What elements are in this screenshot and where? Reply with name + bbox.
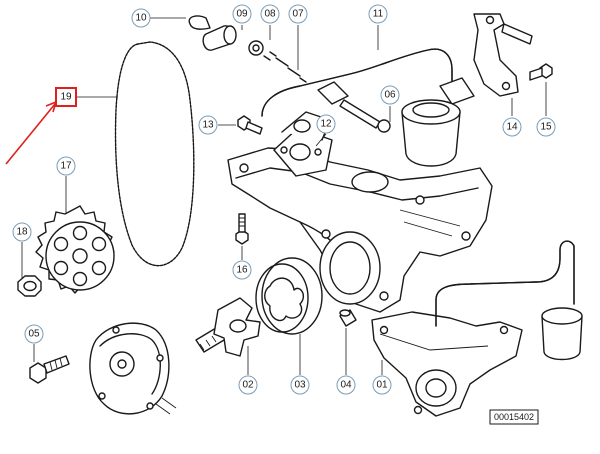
callout-19-highlighted[interactable]: 19 [55,87,77,107]
callout-label: 14 [506,122,518,133]
bolt-15-drawing [529,63,553,81]
callout-13[interactable]: 13 [198,115,218,135]
callout-12[interactable]: 12 [316,114,336,134]
callout-label: 18 [16,227,28,238]
callout-label: 15 [540,122,552,133]
callout-04[interactable]: 04 [336,375,356,395]
oil-pump-body-drawing [371,240,583,417]
callout-label: 05 [28,329,40,340]
nut-drawing [17,275,42,297]
pin-drawing [339,309,357,327]
callout-05[interactable]: 05 [24,324,44,344]
diagram-artwork [17,13,583,417]
bolt-16-drawing [235,213,249,245]
callout-09[interactable]: 09 [232,4,252,24]
highlight-arrow [5,100,58,165]
leader-lines [21,17,547,375]
callout-15[interactable]: 15 [536,117,556,137]
pump-cover-drawing [89,322,177,415]
callout-06[interactable]: 06 [380,85,400,105]
callout-17[interactable]: 17 [56,156,76,176]
callout-08[interactable]: 08 [260,4,280,24]
callout-label: 07 [292,9,304,20]
diagram-reference: 00015402 [489,409,539,425]
bolt-13-drawing [237,115,263,135]
strainer-drawing [401,99,461,167]
callout-18[interactable]: 18 [12,222,32,242]
callout-label: 09 [236,9,248,20]
callout-label: 19 [60,92,72,103]
callout-label: 04 [340,380,352,391]
callout-label: 01 [376,380,388,391]
callout-02[interactable]: 02 [238,375,258,395]
housing-drawing [227,147,493,313]
callout-label: 17 [60,161,72,172]
callout-11[interactable]: 11 [368,4,388,24]
callout-16[interactable]: 16 [232,260,252,280]
callout-label: 06 [384,90,396,101]
sprocket-drawing [35,205,115,294]
bolt-05-drawing [29,355,70,384]
timing-chain-drawing [114,41,195,267]
outer-rotor-drawing [255,257,323,335]
callout-10[interactable]: 10 [131,8,151,28]
callout-label: 12 [320,119,332,130]
callout-label: 10 [135,13,147,24]
rotor-shaft-drawing [195,297,261,357]
callout-07[interactable]: 07 [288,4,308,24]
callout-label: 02 [242,380,254,391]
callout-label: 11 [373,9,384,20]
diagram-code: 00015402 [494,412,534,422]
callout-01[interactable]: 01 [372,375,392,395]
callout-label: 16 [236,265,248,276]
callout-14[interactable]: 14 [502,117,522,137]
oil-pipe-drawing [261,48,475,117]
relief-valve-drawing [188,15,391,133]
callout-label: 13 [202,120,214,131]
bracket-drawing [473,13,533,97]
callout-03[interactable]: 03 [290,375,310,395]
callout-label: 08 [264,9,276,20]
callout-label: 03 [294,380,306,391]
